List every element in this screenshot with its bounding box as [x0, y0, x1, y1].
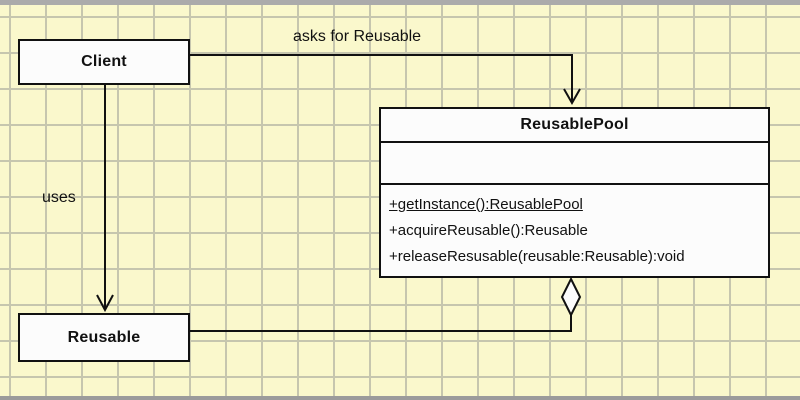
uses-edge-arrowhead-icon [96, 294, 114, 313]
method-releaseresusable: +releaseResusable(reusable:Reusable):voi… [389, 248, 685, 265]
edge-label-uses: uses [42, 189, 76, 206]
edge-label-asks-for-reusable: asks for Reusable [293, 28, 422, 45]
class-box-reusable: Reusable [18, 313, 190, 362]
class-name-reusablepool: ReusablePool [381, 109, 768, 143]
class-name-reusable: Reusable [67, 328, 141, 346]
asks-edge-arrowhead-icon [563, 88, 581, 106]
methods-compartment: +getInstance():ReusablePool +acquireReus… [381, 185, 768, 270]
method-acquirereusable: +acquireReusable():Reusable [389, 222, 588, 239]
bottom-edge-bar [0, 396, 800, 400]
method-getinstance: +getInstance():ReusablePool [389, 196, 583, 213]
aggregation-diamond-icon [560, 276, 582, 318]
class-box-client: Client [18, 39, 190, 85]
class-name-client: Client [81, 53, 127, 70]
attributes-compartment [381, 143, 768, 185]
class-box-reusablepool: ReusablePool +getInstance():ReusablePool… [379, 107, 770, 278]
top-edge-bar [0, 0, 800, 5]
